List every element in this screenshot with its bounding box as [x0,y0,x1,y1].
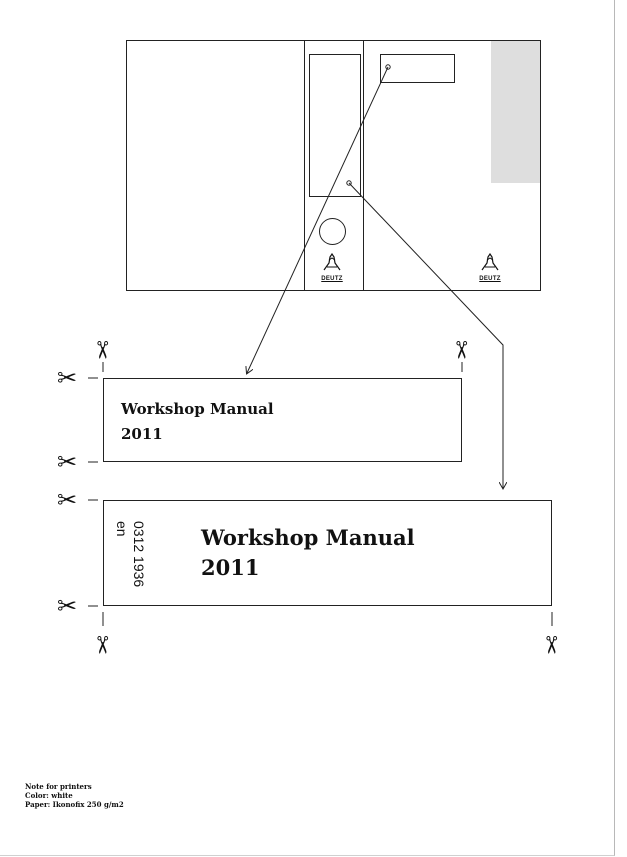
spine-left-edge [304,41,305,290]
cover-label-window [380,54,455,83]
arrow-to-spine-label [348,182,503,488]
scissors-icon: ✂ [88,634,117,656]
deutz-logo-icon [481,252,499,271]
cover-logo: DEUTZ [475,252,505,282]
scissors-icon: ✂ [57,486,78,514]
scissors-icon: ✂ [447,339,476,361]
cover-logo-text: DEUTZ [479,276,501,282]
scissors-icon: ✂ [57,364,78,392]
spine-label-cutout: Workshop Manual 2011 [103,500,552,606]
cover-label-title: Workshop Manual 2011 [121,397,274,447]
spine-label-line2: 2011 [201,555,260,580]
cover-gray-area [491,41,540,183]
cover-label-line1: Workshop Manual [121,400,274,418]
binder-diagram: DEUTZ DEUTZ [126,40,541,291]
scissors-icon: ✂ [537,634,566,656]
spine-logo-text: DEUTZ [321,276,343,282]
scissors-icon: ✂ [57,448,78,476]
cover-label-line2: 2011 [121,425,163,443]
printer-note-heading: Note for printers [25,782,92,791]
printer-note-paper: Paper: Ikonofix 250 g/m2 [25,800,124,809]
arrow-to-cover-label [247,66,389,373]
spine-logo: DEUTZ [317,252,347,282]
spine-label-title: Workshop Manual 2011 [201,523,415,583]
cover-label-cutout: Workshop Manual 2011 [103,378,462,462]
deutz-logo-icon [323,252,341,271]
page-border [0,0,615,856]
printer-note-color: Color: white [25,791,73,800]
spine-right-edge [363,41,364,290]
spine-label-line1: Workshop Manual [201,525,415,550]
spine-finger-hole [319,218,346,245]
printer-note: Note for printers Color: white Paper: Ik… [25,782,124,809]
scissors-icon: ✂ [57,592,78,620]
scissors-icon: ✂ [88,339,117,361]
